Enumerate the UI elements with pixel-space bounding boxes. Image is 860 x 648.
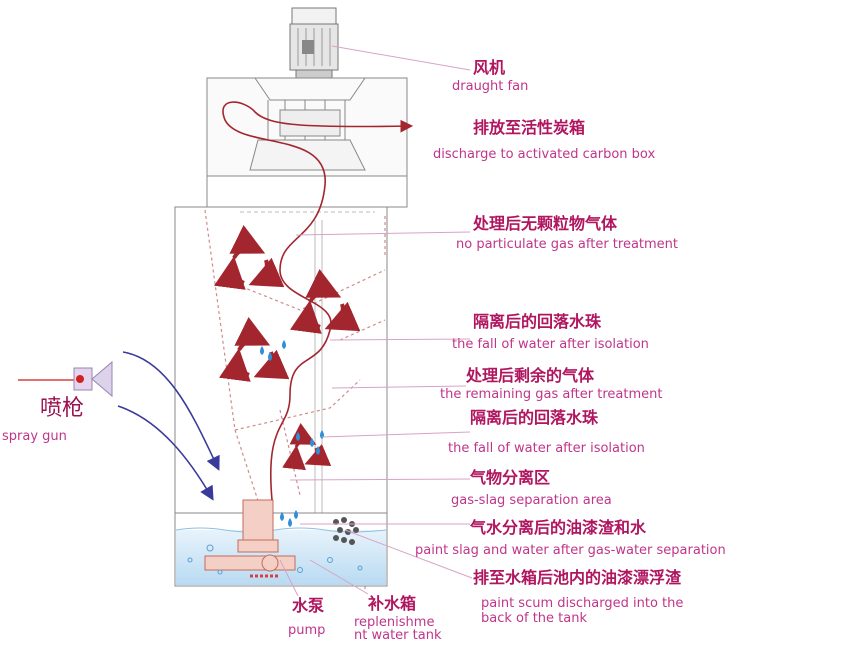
label-no-particulate-zh: 处理后无颗粒物气体 [473, 214, 618, 233]
label-water-fall-2-zh: 隔离后的回落水珠 [470, 408, 599, 427]
label-paint-slag-en: paint slag and water after gas-water sep… [415, 543, 726, 558]
water-droplets [260, 340, 324, 527]
vortex-group [214, 225, 361, 471]
label-replenish-zh: 补水箱 [368, 594, 417, 613]
label-water-fall-1-en: the fall of water after isolation [452, 337, 649, 352]
pump [204, 499, 296, 578]
label-pump-en: pump [288, 623, 326, 638]
tank-bubbles [187, 544, 363, 575]
label-draught-fan-en: draught fan [452, 79, 529, 94]
label-water-fall-1-zh: 隔离后的回落水珠 [473, 312, 602, 331]
label-paint-scum-en-1: paint scum discharged into the [481, 596, 684, 611]
label-replenish-en-2: nt water tank [354, 628, 442, 643]
label-spray-gun-zh: 喷枪 [40, 396, 85, 421]
spray-gun [18, 360, 113, 398]
label-no-particulate-en: no particulate gas after treatment [456, 237, 679, 252]
fan-motor [289, 7, 339, 79]
label-separation-area-en: gas-slag separation area [451, 493, 612, 508]
label-discharge-en: discharge to activated carbon box [433, 147, 656, 162]
vortex-4 [282, 423, 332, 471]
leader-lines [279, 45, 473, 597]
label-replenish-en-1: replenishme [354, 615, 435, 630]
spray-arrows [117, 351, 220, 501]
tower-body [174, 175, 408, 514]
label-spray-gun-en: spray gun [2, 429, 67, 444]
label-pump-zh: 水泵 [292, 596, 325, 615]
label-paint-scum-en-2: back of the tank [481, 611, 587, 626]
label-water-fall-2-en: the fall of water after isolation [448, 441, 645, 456]
label-remaining-gas-en: the remaining gas after treatment [440, 387, 663, 402]
label-paint-scum-zh: 排至水箱后池内的油漆漂浮渣 [473, 568, 682, 587]
label-paint-slag-zh: 气水分离后的油漆渣和水 [470, 518, 647, 537]
vortex-1 [214, 225, 285, 290]
label-separation-area-zh: 气物分离区 [470, 468, 551, 487]
vortex-2 [290, 269, 361, 334]
label-remaining-gas-zh: 处理后剩余的气体 [466, 366, 595, 385]
vortex-3 [219, 317, 290, 382]
label-draught-fan-zh: 风机 [473, 58, 506, 77]
label-discharge-zh: 排放至活性炭箱 [473, 118, 586, 137]
